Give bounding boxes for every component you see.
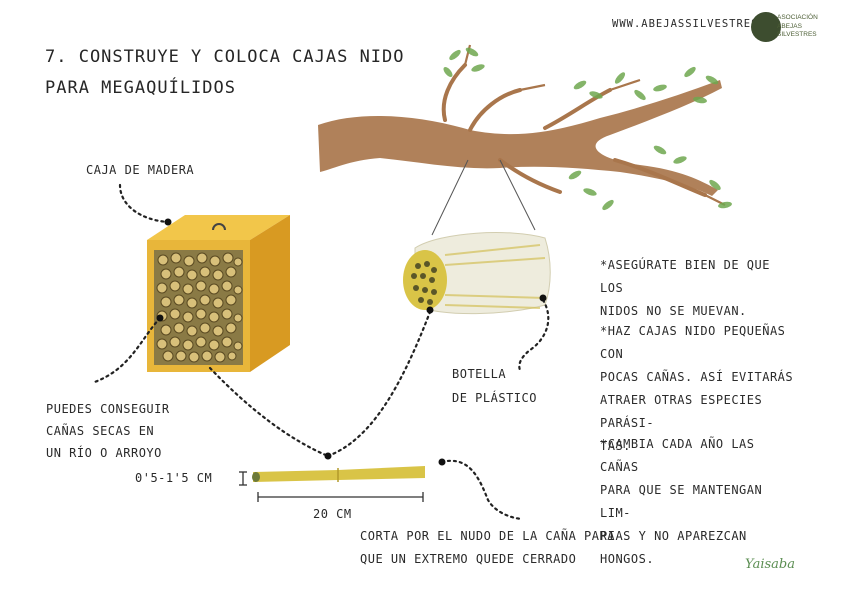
label-bottle-line-1: Botella	[452, 367, 507, 381]
label-bottle-line-2: de plástico	[452, 391, 537, 405]
label-wood-box: Caja de madera	[86, 163, 195, 177]
plastic-bottle-illustration	[403, 232, 551, 315]
tip-3-line-3: pias y no aparezcan hongos.	[600, 529, 747, 566]
artist-signature: Yaisaba	[745, 557, 795, 572]
title-line-1: 7. Construye y coloca cajas nido	[45, 47, 405, 67]
tip-2-line-2: pocas cañas. Así evitarás	[600, 370, 794, 384]
label-cut-instruction: Corta por el nudo de la caña para que un…	[360, 525, 615, 571]
measurement-marks	[239, 471, 424, 502]
label-reeds-line-3: un río o arroyo	[46, 446, 162, 460]
logo-line-1: Asociación	[777, 14, 818, 21]
callout-dots	[156, 218, 547, 466]
label-reeds-source: Puedes conseguir cañas secas en un río o…	[46, 398, 170, 464]
tip-2-line-1: *Haz cajas nido pequeñas con	[600, 324, 786, 361]
tip-1-line-1: *Asegúrate bien de que los	[600, 258, 770, 295]
website-link[interactable]: www.abejassilvestres.es	[612, 18, 781, 30]
logo-line-3: Silvestres	[777, 31, 817, 38]
reed-stick-illustration	[252, 466, 425, 482]
title-line-2: para megaquílidos	[45, 78, 236, 98]
page-title: 7. Construye y coloca cajas nido para me…	[45, 42, 405, 104]
tip-secure-nests: *Asegúrate bien de que los nidos no se m…	[600, 254, 800, 323]
label-reeds-line-2: cañas secas en	[46, 424, 155, 438]
hanging-wire	[431, 159, 536, 236]
bee-logo-icon	[751, 12, 781, 42]
label-reeds-line-1: Puedes conseguir	[46, 402, 170, 416]
cut-line-2: que un extremo quede cerrado	[360, 552, 577, 566]
tip-1-line-2: nidos no se muevan.	[600, 304, 747, 318]
tip-3-line-1: *Cambia cada año las cañas	[600, 437, 755, 474]
label-diameter: 0'5-1'5 cm	[135, 471, 213, 485]
tip-small-boxes: *Haz cajas nido pequeñas con pocas cañas…	[600, 320, 800, 458]
association-logo: Asociación Abejas Silvestres	[751, 10, 829, 50]
cut-line-1: Corta por el nudo de la caña para	[360, 529, 615, 543]
tip-2-line-3: atraer otras especies parási-	[600, 393, 763, 430]
label-bottle: Botella de plástico	[452, 362, 537, 410]
tip-2-line-4: tas.	[600, 439, 631, 453]
tip-3-line-2: para que se mantengan lim-	[600, 483, 763, 520]
callout-leaders	[90, 183, 550, 521]
tip-change-reeds: *Cambia cada año las cañas para que se m…	[600, 433, 800, 571]
label-length: 20 cm	[313, 507, 352, 521]
tree-branch-illustration	[318, 44, 732, 211]
wooden-nest-box-illustration	[147, 215, 290, 372]
logo-line-2: Abejas	[777, 22, 802, 30]
